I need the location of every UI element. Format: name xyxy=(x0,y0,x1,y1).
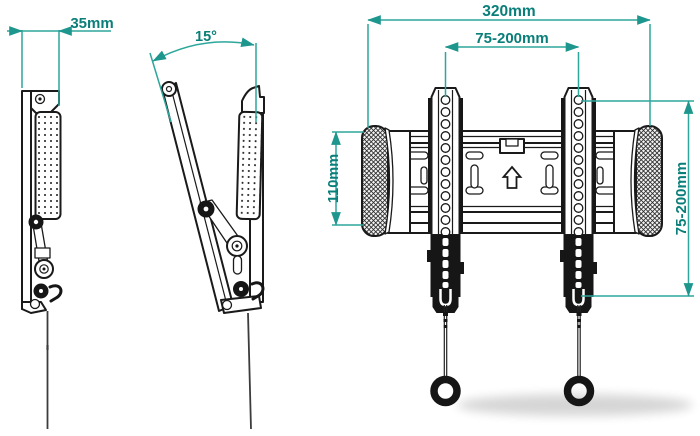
top-hook-profile-tilted xyxy=(241,85,265,114)
wall-rail-profile xyxy=(21,90,32,310)
adjust-slot xyxy=(232,255,243,275)
rail-side-tab xyxy=(460,262,464,274)
pull-cord-right xyxy=(568,305,591,403)
dim-vesa-width xyxy=(444,42,580,97)
ratchet-wheel-inner xyxy=(39,264,49,274)
tension-knob-right xyxy=(613,125,663,237)
cord-bead xyxy=(46,345,49,350)
rail-flange xyxy=(459,98,463,232)
dim-plate-height xyxy=(331,131,364,226)
plate-slot-vertical xyxy=(545,164,554,189)
pull-cord-left xyxy=(430,305,461,407)
tilt-arm-pivot-hole xyxy=(165,85,173,93)
plate-slot xyxy=(540,151,559,160)
vesa-rail-left xyxy=(427,87,464,313)
knurled-knob xyxy=(635,125,663,237)
vesa-rail-right xyxy=(558,86,599,315)
up-arrow-mark xyxy=(501,165,523,189)
ratchet-axle xyxy=(42,267,46,271)
rail-side-tab xyxy=(427,250,431,262)
pivot-rivet-lower-hole xyxy=(39,289,43,293)
plate-slot-vertical xyxy=(470,164,479,189)
side-view-closed xyxy=(21,90,63,429)
dim-tilt xyxy=(149,37,257,123)
dim-label-tilt-angle: 15° xyxy=(195,29,217,45)
rail-flange xyxy=(428,98,432,232)
tilt-arm xyxy=(162,82,234,312)
top-hook-profile xyxy=(30,90,60,114)
knob-face-highlight xyxy=(630,127,640,235)
release-hook-tilted xyxy=(250,281,265,301)
knurled-knob xyxy=(361,125,389,237)
dim-label-plate-height: 110mm xyxy=(326,154,342,203)
ratchet-wheel-tilted-inner xyxy=(231,240,243,252)
release-hook xyxy=(48,284,63,303)
knurled-pad-side xyxy=(34,111,62,220)
bottom-screw-tilted xyxy=(221,299,233,311)
plate-slot-oval xyxy=(596,166,604,185)
pull-cord-tilted xyxy=(247,312,252,430)
pull-ring xyxy=(430,375,461,407)
pivot-rivet-upper-hole xyxy=(33,219,39,225)
tilt-arm-edge xyxy=(171,91,228,306)
side-view-tilted xyxy=(161,81,265,430)
rail-tip xyxy=(432,307,459,313)
knurled-pad-tilted xyxy=(235,110,264,221)
pivot-rivet-lower-tilted-hole xyxy=(239,287,243,291)
pivot-rivet-tilted-hole xyxy=(203,206,209,212)
latch-plate xyxy=(34,247,51,259)
rail-lower-step xyxy=(432,297,459,307)
front-view xyxy=(361,86,693,416)
bottom-screw xyxy=(29,298,41,310)
ratchet-axle-tilted xyxy=(235,244,239,248)
bracket-foot-tilted xyxy=(220,295,262,314)
rail-cord-channel xyxy=(439,289,452,307)
dim-vesa-height xyxy=(581,100,694,297)
dimension-annotations: 35mm 15° 320mm 75-200mm 110mm 75-200mm xyxy=(7,3,694,297)
dim-label-vesa-height: 75-200mm xyxy=(673,162,690,235)
tilt-arm-pivot xyxy=(161,81,177,97)
plate-slot-oval xyxy=(420,166,428,185)
dim-label-vesa-width: 75-200mm xyxy=(475,30,548,47)
top-screw-center xyxy=(38,97,42,101)
dim-label-depth: 35mm xyxy=(70,15,113,32)
dim-label-overall-width: 320mm xyxy=(482,3,535,20)
dim-overall-width xyxy=(367,15,651,128)
dim-depth xyxy=(7,26,111,106)
tension-knob-left xyxy=(361,125,411,237)
level-clip-tab-inner xyxy=(505,138,519,147)
plate-slot xyxy=(465,151,484,160)
knob-face-highlight xyxy=(384,127,394,235)
